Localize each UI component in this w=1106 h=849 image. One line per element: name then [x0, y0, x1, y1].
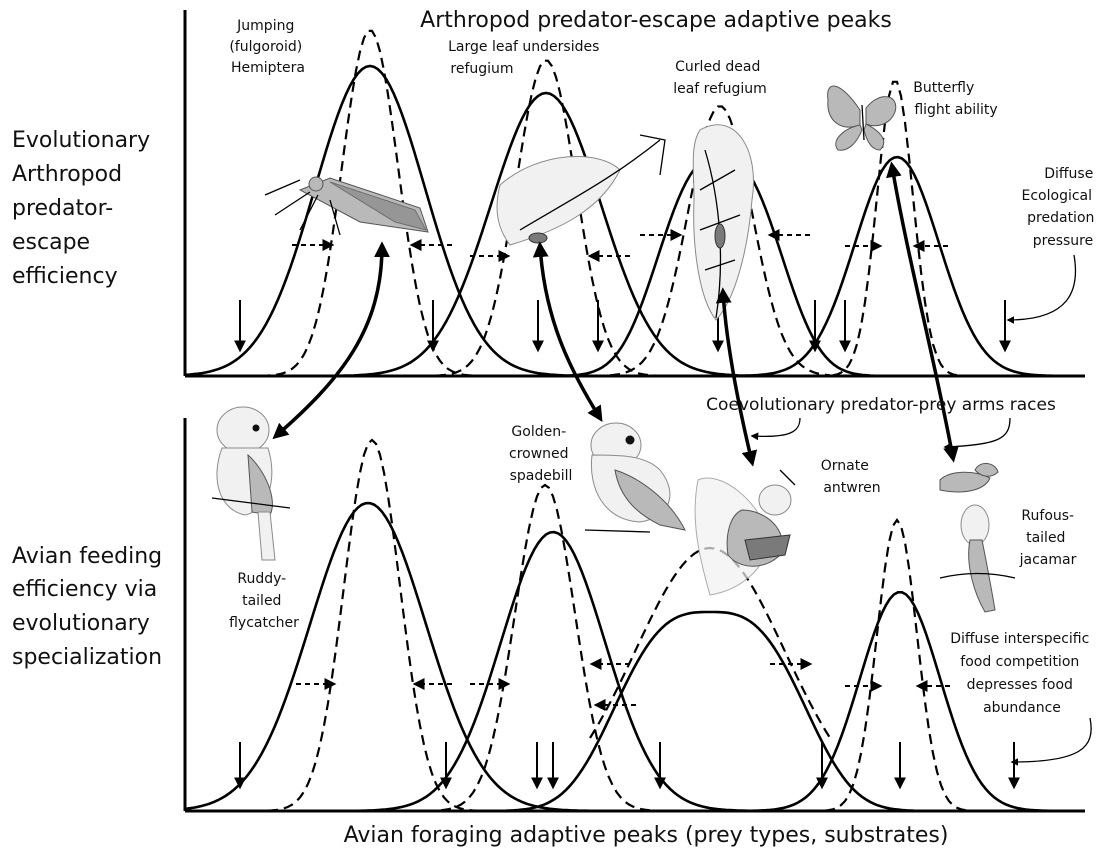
coevolution-arrow-spadebill [532, 241, 603, 423]
top-dashed-peak-4 [785, 80, 1005, 378]
top-dashed-peak-3 [609, 105, 831, 377]
bird-label-ruddy-tailed-flycatcher: Ruddy- tailed flycatcher [229, 571, 299, 631]
top-panel-title: Arthropod predator-escape adaptive peaks [420, 8, 892, 33]
butterfly-illustration [827, 85, 897, 151]
coevolution-arrows [272, 161, 959, 467]
predation-pressure-label: Diffuse Ecological predation pressure [1022, 166, 1099, 249]
bird-label-ornate-antwren: Ornate antwren [821, 458, 881, 496]
bottom-dashed-peak-1 [251, 438, 493, 813]
peak-label-leaf-underside: Large leaf undersides refugium [448, 39, 604, 77]
leaf-underside-illustration [496, 134, 666, 246]
ornate-antwren-illustration [694, 469, 796, 596]
rufous-tailed-jacamar-illustration [939, 463, 1016, 613]
curled-dead-leaf-illustration [692, 124, 754, 321]
food-competition-label: Diffuse interspecific food competition d… [950, 631, 1094, 716]
bottom-solid-peak-1 [185, 501, 1078, 813]
peak-label-jumping-hemiptera: Jumping (fulgoroid) Hemiptera [229, 18, 306, 76]
coevolution-arrow-flycatcher [272, 241, 390, 440]
coevolution-label: Coevolutionary predator-prey arms races [706, 395, 1056, 415]
top-y-axis-label: Evolutionary Arthropod predator- escape … [12, 128, 157, 289]
middle-callout-lines [750, 417, 1011, 451]
bird-label-golden-crowned-spadebill: Golden- crowned spadebill [509, 424, 573, 484]
side-callout-lines [1006, 254, 1092, 766]
top-pressure-arrows [234, 229, 1011, 353]
peak-label-curled-dead-leaf: Curled dead leaf refugium [673, 59, 767, 97]
top-dashed-peak-2 [435, 59, 657, 377]
bottom-panel-title: Avian foraging adaptive peaks (prey type… [344, 823, 949, 848]
bottom-adaptive-peaks [185, 438, 1078, 813]
golden-crowned-spadebill-illustration [584, 422, 686, 533]
coevolution-arrow-antwren [715, 287, 758, 467]
peak-label-butterfly-flight: Butterfly flight ability [913, 80, 997, 118]
ruddy-tailed-flycatcher-illustration [211, 406, 291, 561]
bottom-competition-arrows [234, 658, 1020, 790]
bird-label-rufous-tailed-jacamar: Rufous- tailed jacamar [1019, 508, 1079, 568]
bottom-solid-peak-3 [186, 610, 1078, 813]
bottom-dashed-peak-4 [777, 518, 1017, 813]
bottom-dashed-peak-2 [424, 483, 666, 812]
top-solid-peak-2 [186, 91, 1078, 378]
bottom-y-axis-label: Avian feeding efficiency via evolutionar… [12, 544, 169, 670]
coevolution-arrow-jacamar [886, 161, 959, 463]
bottom-solid-peak-4 [186, 591, 1078, 813]
fulgoroid-planthopper-illustration [264, 176, 429, 236]
